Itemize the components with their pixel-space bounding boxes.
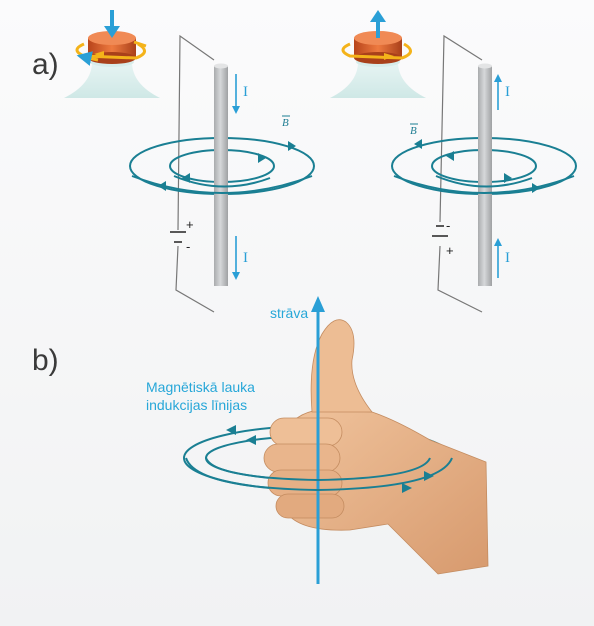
left-current-label-top: I <box>243 84 248 100</box>
left-circuit: I I B + - <box>129 34 315 313</box>
field-lines-label-line2: indukcijas līnijas <box>146 397 247 413</box>
field-lines-label-line1: Magnētiskā lauka <box>146 379 255 395</box>
left-wire <box>175 34 215 313</box>
left-battery-bottom-sign: - <box>186 239 190 254</box>
current-label: strāva <box>270 305 308 321</box>
hand-image <box>263 319 489 575</box>
current-arrow-up <box>494 74 502 82</box>
field-arrow <box>504 173 512 183</box>
field-arrow <box>402 483 412 493</box>
field-arrow <box>258 153 266 163</box>
right-battery-bottom-sign: + <box>446 243 454 258</box>
field-arrow <box>532 183 540 193</box>
left-current-label-bottom: I <box>243 250 248 266</box>
field-arrow <box>226 425 236 435</box>
right-conductor-rod <box>478 66 492 286</box>
left-battery-top-sign: + <box>186 217 194 232</box>
current-arrow-up <box>494 238 502 246</box>
field-arrow <box>288 141 296 151</box>
part-a-label: a) <box>32 48 59 81</box>
left-field-label: B <box>282 117 289 129</box>
field-arrow <box>182 173 190 183</box>
current-arrow-icon <box>311 296 325 312</box>
right-circuit: I I B - + <box>391 34 577 313</box>
field-arrow <box>246 435 256 445</box>
right-battery-top-sign: - <box>446 218 450 233</box>
right-screw-icon <box>330 10 426 98</box>
left-conductor-rod <box>214 66 228 286</box>
right-wire <box>437 34 483 313</box>
right-current-label-top: I <box>505 84 510 100</box>
field-arrow <box>424 471 434 481</box>
right-current-label-bottom: I <box>505 250 510 266</box>
part-b-label: b) <box>32 344 59 377</box>
hand-rule-figure: strāva Magnētiskā lauka indukcijas līnij… <box>146 296 489 584</box>
field-arrow <box>414 139 422 149</box>
current-arrow-down <box>232 106 240 114</box>
current-arrow-down <box>232 272 240 280</box>
field-arrow <box>446 151 454 161</box>
right-field-label: B <box>410 125 417 137</box>
field-arrow <box>158 181 166 191</box>
left-screw-icon <box>64 10 160 98</box>
